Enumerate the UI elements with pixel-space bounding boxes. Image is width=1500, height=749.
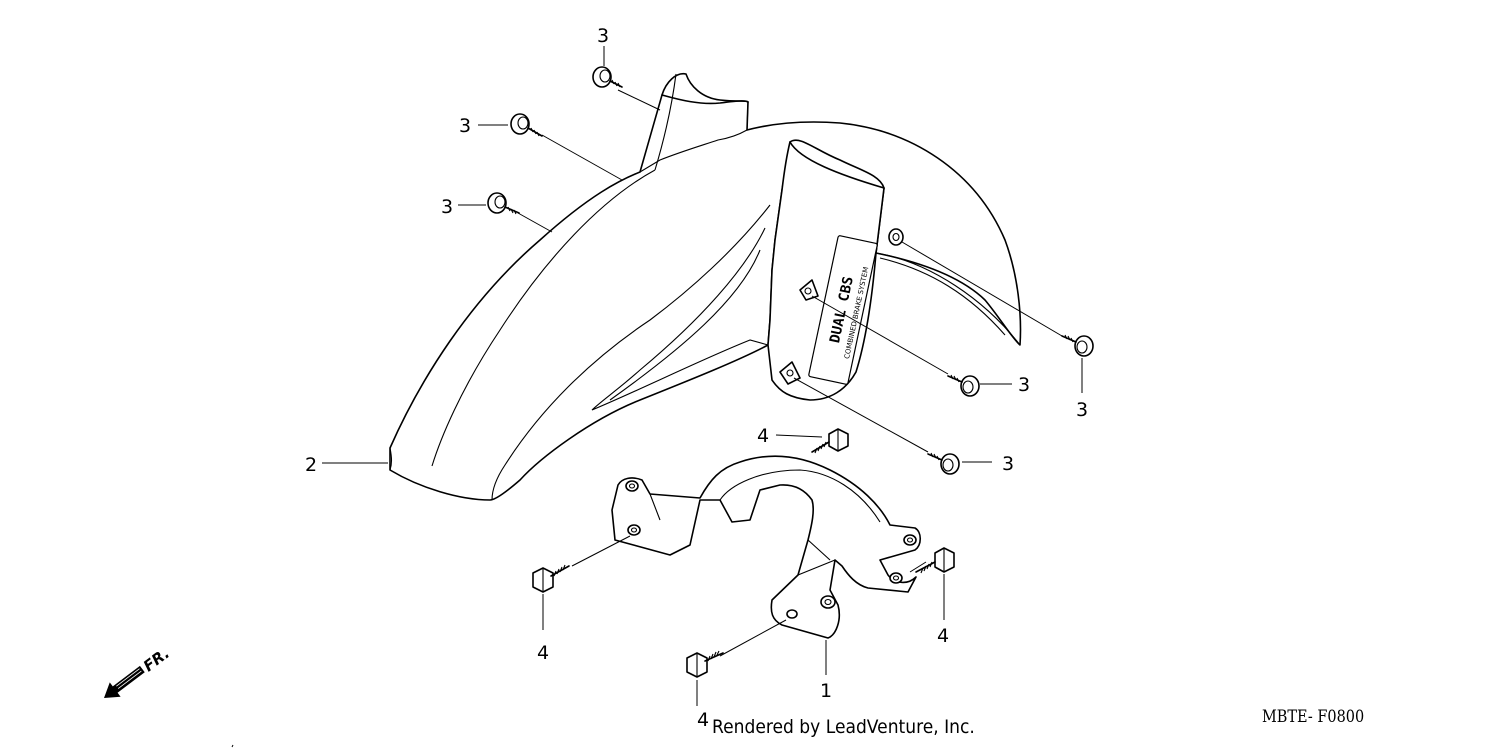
callout-bolt-d: 4 bbox=[697, 709, 710, 731]
bolt-icon bbox=[686, 650, 724, 678]
fender-boss-holes bbox=[779, 228, 904, 385]
callout-fender: 2 bbox=[305, 454, 317, 476]
diagram-code: MBTE- F0800 bbox=[1262, 707, 1365, 727]
callout-bolt-a: 4 bbox=[757, 425, 769, 447]
leader-lines bbox=[322, 46, 1083, 706]
front-arrow-label: FR. bbox=[140, 644, 173, 675]
callout-screw-e: 3 bbox=[1018, 374, 1030, 396]
bolts bbox=[532, 428, 955, 678]
bolt-icon bbox=[915, 547, 955, 574]
callout-labels: 3 3 3 2 3 3 3 4 4 4 1 bbox=[305, 25, 1088, 702]
screw-icon bbox=[487, 192, 520, 215]
render-credit: Rendered by LeadVenture, Inc. bbox=[712, 716, 975, 738]
callout-screw-d: 3 bbox=[1076, 399, 1088, 421]
callout-screw-f: 3 bbox=[1002, 453, 1014, 475]
callout-screw-b: 3 bbox=[459, 115, 471, 137]
screw-icon bbox=[510, 113, 543, 137]
screw-icon bbox=[592, 66, 623, 88]
screws bbox=[487, 66, 1094, 475]
callout-stay: 1 bbox=[820, 680, 832, 702]
screw-icon bbox=[947, 374, 980, 397]
screw-icon bbox=[927, 452, 960, 475]
fender-stay[interactable] bbox=[611, 455, 922, 639]
front-direction-arrow: FR. bbox=[104, 644, 173, 698]
dual-cbs-logo: DUAL CBS COMBINED BRAKE SYSTEM bbox=[808, 235, 878, 385]
bolt-icon bbox=[532, 564, 570, 593]
callout-bolt-b: 4 bbox=[537, 642, 549, 664]
front-fender[interactable]: DUAL CBS COMBINED BRAKE SYSTEM bbox=[389, 72, 1022, 501]
callout-bolt-c: 4 bbox=[937, 625, 949, 647]
bolt-icon bbox=[811, 428, 849, 454]
callout-screw-c: 3 bbox=[441, 196, 453, 218]
callout-screw-a: 3 bbox=[597, 25, 609, 47]
screw-icon bbox=[1061, 334, 1094, 357]
